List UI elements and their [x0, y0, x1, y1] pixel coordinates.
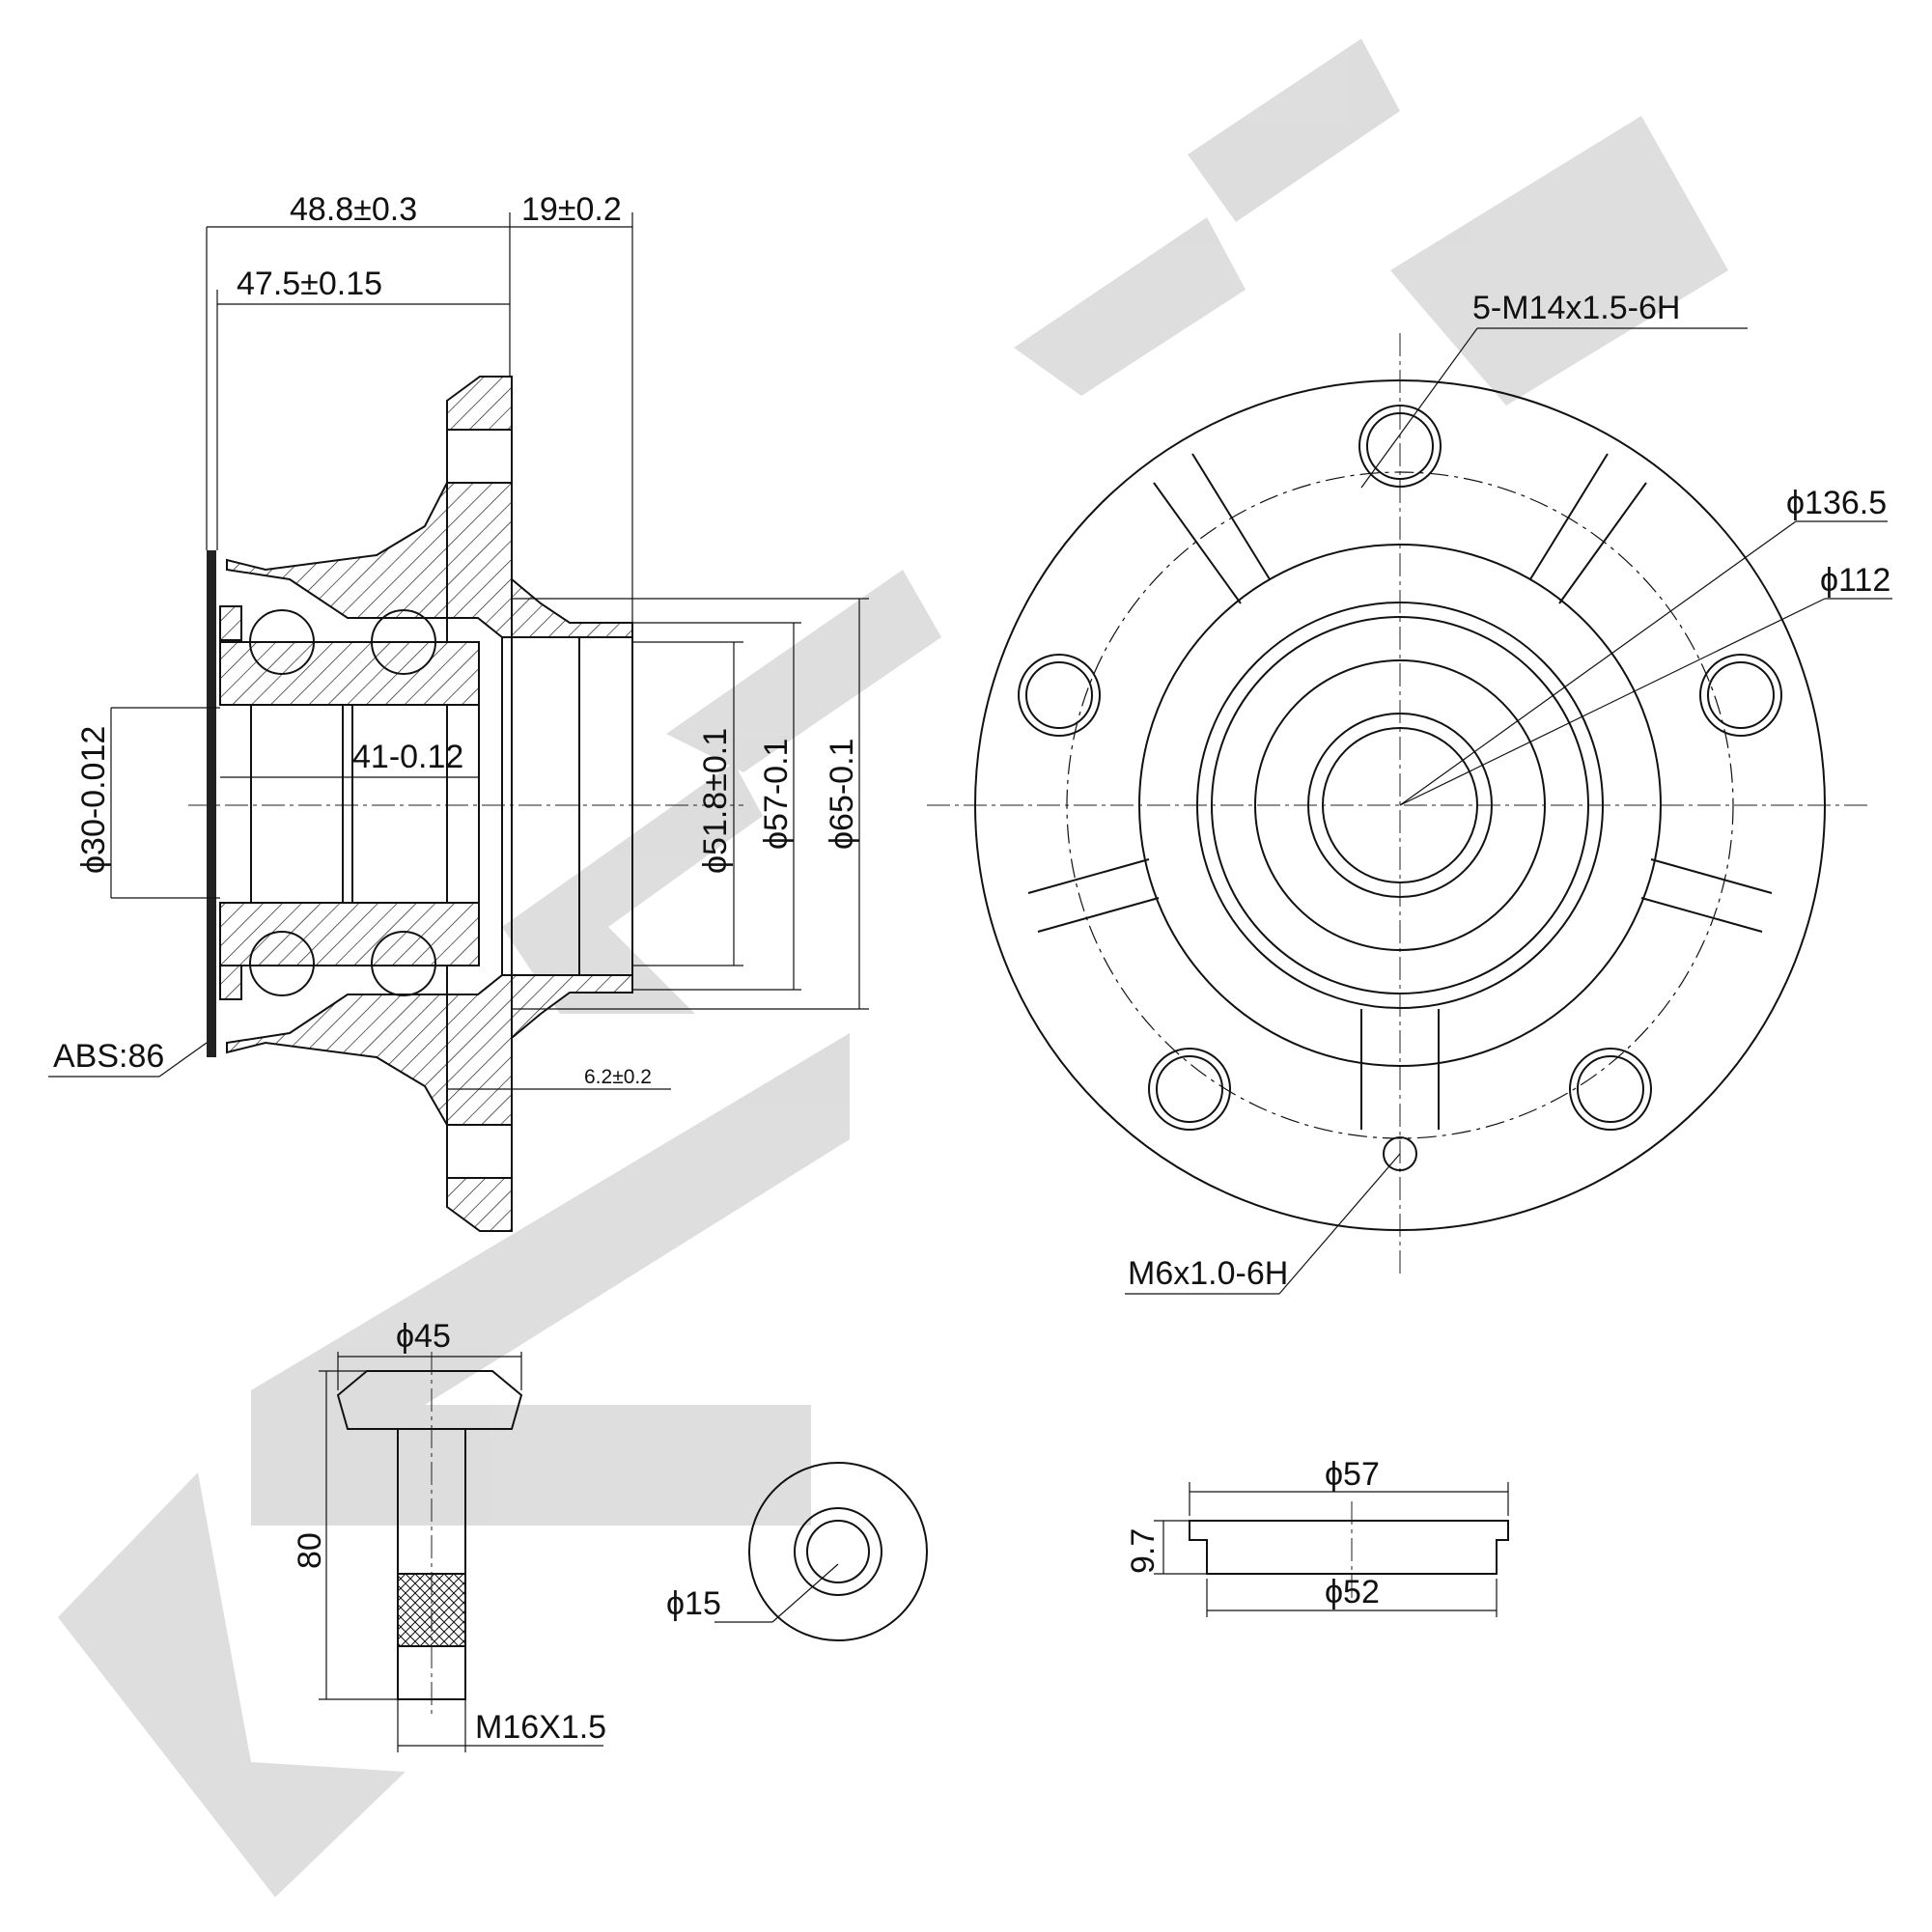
cap-outer-diameter: ϕ57	[1325, 1456, 1380, 1493]
side-section-view: 48.8±0.3 19±0.2 47.5±0.15 41-0.12 ϕ30-0.…	[48, 191, 869, 1232]
dim-pilot: ϕ51.8±0.1	[697, 728, 734, 874]
dim-bearing-offset: 47.5±0.15	[237, 266, 382, 302]
abs-label: ABS:86	[53, 1038, 164, 1075]
bolt-hole-bottom-left	[1148, 1048, 1231, 1131]
bolt-hole-top	[1358, 405, 1442, 488]
bolt-head-diameter: ϕ45	[396, 1318, 451, 1355]
dust-cap-view: ϕ57 ϕ52 9.7	[1125, 1456, 1509, 1617]
dim-flange-offset: 19±0.2	[521, 191, 622, 228]
front-view: 5-M14x1.5-6H ϕ136.5 ϕ112 M6x1.0-6H	[927, 290, 1892, 1295]
bolt-hole-left	[1018, 654, 1101, 737]
small-threaded-hole	[1383, 1136, 1417, 1171]
dim-flange-thickness: 6.2±0.2	[584, 1066, 652, 1088]
bolt-thread: M16X1.5	[475, 1709, 606, 1746]
washer-view: ϕ15	[666, 1462, 928, 1641]
dim-overall-width: 48.8±0.3	[290, 191, 417, 228]
dim-bearing-width: 41-0.12	[352, 739, 463, 775]
dim-hub-od: ϕ65-0.1	[824, 739, 860, 850]
pcd-inner: ϕ112	[1820, 562, 1890, 599]
cap-inner-diameter: ϕ52	[1325, 1574, 1380, 1610]
axle-bolt-view: ϕ45 80 M16X1.5	[292, 1318, 606, 1752]
small-thread-label: M6x1.0-6H	[1128, 1255, 1288, 1292]
dim-bore: ϕ30-0.012	[75, 726, 112, 874]
bolt-hole-bottom-right	[1569, 1048, 1652, 1131]
bolt-length: 80	[292, 1532, 328, 1569]
bolt-hole-right	[1699, 654, 1782, 737]
dim-spigot: ϕ57-0.1	[758, 739, 795, 850]
pcd-outer: ϕ136.5	[1786, 485, 1887, 521]
washer-inner-diameter: ϕ15	[666, 1585, 721, 1622]
cap-height: 9.7	[1125, 1528, 1162, 1574]
thread-label: 5-M14x1.5-6H	[1472, 290, 1680, 326]
